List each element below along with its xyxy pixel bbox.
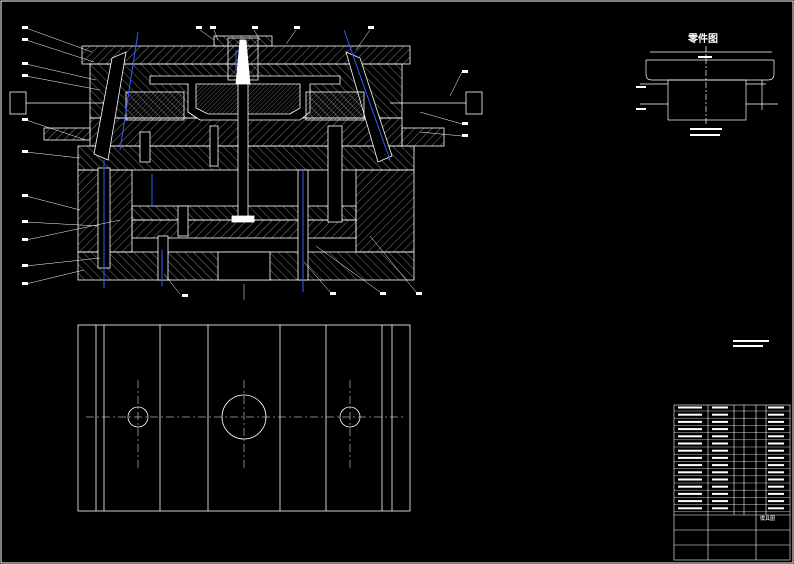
title-block-text-mark <box>712 485 728 488</box>
title-block-text-mark <box>678 435 702 438</box>
title-block-text-mark <box>712 464 728 467</box>
title-block-text-mark <box>768 428 784 431</box>
title-block-text-mark <box>768 456 784 459</box>
title-block-text-mark <box>712 420 728 423</box>
plan-centerlines <box>86 380 404 468</box>
title-block-text-mark <box>768 413 784 416</box>
section-view <box>9 35 483 281</box>
title-block-text-mark <box>712 413 728 416</box>
title-block-drawing-name: 模具图 <box>760 516 776 522</box>
title-block-text-mark <box>678 449 702 452</box>
leader-tags <box>22 26 468 297</box>
title-block-text-mark <box>768 492 784 495</box>
title-block-text-mark <box>712 492 728 495</box>
title-block-text-mark <box>678 413 702 416</box>
title-block-text-mark <box>712 478 728 481</box>
side-bolt-left-head <box>9 91 27 115</box>
title-block-text-mark <box>768 435 784 438</box>
title-block-text-mark <box>768 507 784 510</box>
part-drawing <box>640 46 778 126</box>
slide-right <box>305 91 365 121</box>
title-block-text-mark <box>678 442 702 445</box>
title-block-text-mark <box>678 492 702 495</box>
title-block-text-mark <box>712 500 728 503</box>
leader-lines <box>25 27 463 300</box>
title-block-text-mark <box>768 485 784 488</box>
title-block-text-mark <box>678 406 702 409</box>
title-block-rows <box>674 410 790 512</box>
title-block-text-mark <box>678 428 702 431</box>
title-block-text-mark <box>712 507 728 510</box>
angle-pin-left <box>93 51 127 161</box>
sprue-puller <box>237 83 249 221</box>
title-block-text-mark <box>712 456 728 459</box>
sprue-puller-head <box>231 215 255 223</box>
title-block-text-mark <box>712 442 728 445</box>
slide-left <box>125 91 185 121</box>
title-block-text-mark <box>768 449 784 452</box>
part-notes <box>636 56 722 136</box>
title-block-text-mark <box>678 420 702 423</box>
screw-left <box>157 235 169 281</box>
title-block-text-mark <box>768 478 784 481</box>
title-block-text-mark <box>678 456 702 459</box>
locating-ring <box>213 35 273 47</box>
title-block-text-mark <box>712 471 728 474</box>
title-block-text-mark <box>712 449 728 452</box>
title-block-marks <box>678 406 784 510</box>
title-block-text-mark <box>712 428 728 431</box>
screw-support <box>177 205 189 237</box>
wedge-block-left <box>43 127 91 141</box>
title-block-text-mark <box>768 420 784 423</box>
side-bolt-right-head <box>465 91 483 115</box>
title-block-text-mark <box>678 471 702 474</box>
ejector-plate <box>131 219 357 239</box>
title-block-text-mark <box>768 471 784 474</box>
title-block-text-mark <box>768 500 784 503</box>
ejector-hole <box>217 251 271 281</box>
title-block-text-mark <box>678 485 702 488</box>
screw-core-mid <box>209 125 219 167</box>
title-block-text-mark <box>768 464 784 467</box>
title-block-text-mark <box>678 478 702 481</box>
tech-notes-marks <box>733 340 769 347</box>
screw-core-left <box>139 131 151 163</box>
title-block-text-mark <box>768 442 784 445</box>
title-block-text-mark <box>678 500 702 503</box>
title-block-text-mark <box>678 464 702 467</box>
right-spacer-block <box>355 169 415 253</box>
title-block-text-mark <box>712 406 728 409</box>
title-block <box>673 404 791 561</box>
plan-outline <box>77 324 411 512</box>
title-block-text-mark <box>712 435 728 438</box>
guide-pin-right <box>327 125 343 223</box>
part-drawing-title: 零件图 <box>688 34 718 45</box>
title-block-text-mark <box>768 406 784 409</box>
cooling-lines <box>103 29 391 292</box>
wedge-block-right <box>401 127 445 147</box>
title-block-text-mark <box>678 507 702 510</box>
